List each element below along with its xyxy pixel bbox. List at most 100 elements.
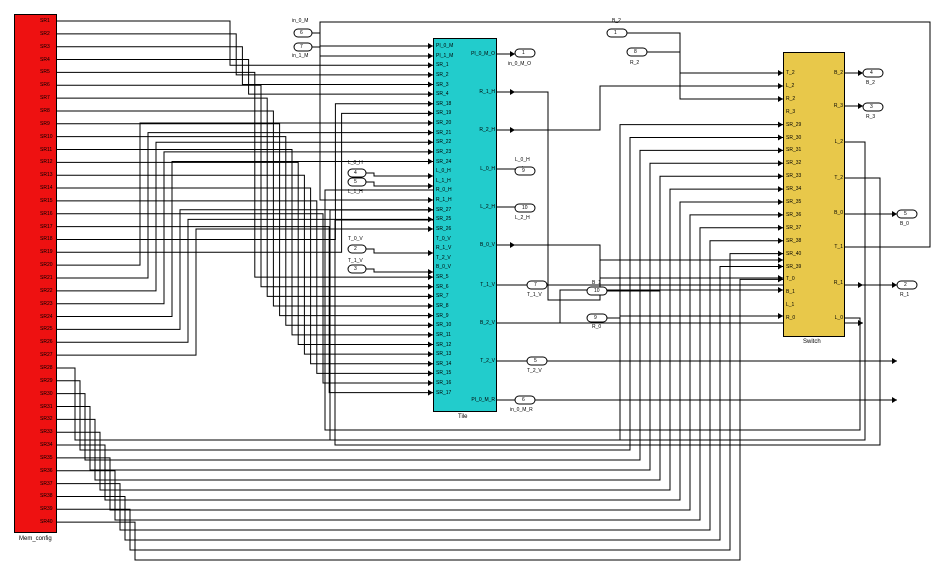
- mem-arrow: [428, 303, 433, 310]
- switch-out-arrow: [858, 70, 863, 76]
- mem-arrow: [778, 276, 783, 283]
- outport-5[interactable]: [896, 209, 918, 219]
- tile-in-label: SR_3: [436, 81, 449, 88]
- inport-2[interactable]: [347, 244, 367, 254]
- inport-number: 4: [354, 170, 357, 176]
- mem-wire: [57, 201, 783, 501]
- switch-feedback-arrow: [428, 197, 433, 203]
- mem-port-label: SR31: [40, 403, 53, 410]
- mem-arrow: [428, 331, 433, 338]
- mem-wire: [57, 161, 433, 318]
- mem-port-label: SR5: [40, 69, 50, 76]
- mem-arrow: [778, 211, 783, 218]
- mem-wire: [57, 188, 783, 491]
- switch-in-label: R_2: [786, 95, 796, 102]
- mem-port-label: SR13: [40, 172, 53, 179]
- tile-in-label: R_1_H: [436, 197, 452, 204]
- inport-arrow: [778, 313, 783, 319]
- inport-number: 1: [614, 30, 617, 36]
- outport-1[interactable]: [514, 48, 536, 58]
- inport-8[interactable]: [626, 47, 648, 57]
- outport-6[interactable]: [514, 395, 536, 405]
- mem-port-label: SR19: [40, 249, 53, 256]
- inport-arrow: [428, 43, 433, 49]
- switch-out-arrow: [858, 103, 863, 109]
- inport-3[interactable]: [347, 264, 367, 274]
- inport-1[interactable]: [606, 28, 628, 38]
- tile-out-arrow: [858, 282, 863, 288]
- mem-port-label: SR34: [40, 442, 53, 449]
- mem-arrow: [428, 389, 433, 396]
- outport-10[interactable]: [514, 203, 536, 213]
- mem-port-label: SR14: [40, 185, 53, 192]
- tile-in-label: SR_18: [436, 100, 452, 107]
- mem-port-label: SR18: [40, 236, 53, 243]
- inport-number: 7: [300, 44, 303, 50]
- inport-wire: [366, 181, 433, 187]
- switch-in-label: SR_33: [786, 173, 802, 180]
- outport-number: 1: [522, 50, 525, 56]
- inport-arrow: [428, 250, 433, 256]
- switch-in-label: SR_38: [786, 237, 802, 244]
- outport-number: 10: [522, 205, 528, 211]
- mem-config-block[interactable]: [14, 14, 57, 533]
- outport-4[interactable]: [862, 68, 884, 78]
- mem-arrow: [428, 293, 433, 300]
- inport-label: R_0: [592, 324, 602, 330]
- mem-wire: [57, 112, 433, 253]
- outport-3[interactable]: [862, 102, 884, 112]
- inport-5[interactable]: [347, 177, 367, 187]
- outport-5[interactable]: [526, 356, 548, 366]
- outport-9[interactable]: [514, 166, 536, 176]
- mem-wire: [57, 149, 783, 461]
- tile-in-label: R_0_H: [436, 187, 452, 194]
- mem-arrow: [428, 341, 433, 348]
- mem-port-label: SR7: [40, 95, 50, 102]
- mem-port-label: SR27: [40, 352, 53, 359]
- inport-number: 3: [354, 266, 357, 272]
- mem-wire: [57, 132, 433, 279]
- inport-7[interactable]: [293, 42, 313, 52]
- inport-wire: [627, 32, 783, 74]
- mem-port-label: SR6: [40, 82, 50, 89]
- switch-out-label: L_0: [834, 315, 843, 321]
- inport-10[interactable]: [586, 286, 608, 296]
- mem-port-label: SR17: [40, 223, 53, 230]
- inport-9[interactable]: [586, 313, 608, 323]
- outport-label: T_1_V: [527, 292, 542, 298]
- tile-in-label: T_2_V: [436, 254, 451, 261]
- mem-arrow: [778, 121, 783, 128]
- outport-number: 9: [522, 168, 525, 174]
- mem-wire: [57, 20, 433, 66]
- mem-arrow: [428, 312, 433, 319]
- mem-arrow: [778, 160, 783, 167]
- outport-7[interactable]: [526, 280, 548, 290]
- switch-in-label: T_0: [786, 276, 795, 283]
- mem-port-label: SR35: [40, 454, 53, 461]
- mem-arrow: [428, 283, 433, 290]
- switch-block[interactable]: [783, 52, 845, 337]
- tile-block[interactable]: [433, 38, 497, 412]
- inport-4[interactable]: [347, 168, 367, 178]
- mem-port-label: SR16: [40, 210, 53, 217]
- outport-number: 6: [522, 397, 525, 403]
- wire-arrowheads: [428, 43, 897, 403]
- mem-wire: [57, 175, 783, 481]
- tile-in-label: SR_19: [436, 110, 452, 117]
- tile-in-label: B_0_V: [436, 264, 452, 271]
- tile-in-label: L_1_H: [436, 177, 451, 184]
- inport-6[interactable]: [293, 28, 313, 38]
- outport-2[interactable]: [896, 280, 918, 290]
- mem-arrow: [428, 100, 433, 107]
- tile-out-label: B_0_V: [479, 242, 495, 248]
- tile-in-label: SR_9: [436, 312, 449, 319]
- mem-port-label: SR26: [40, 339, 53, 346]
- tile-out-label: PI_0_M_R: [471, 397, 495, 403]
- mem-wire: [57, 97, 433, 297]
- mem-config-name: Mem_config: [19, 536, 52, 542]
- mem-arrow: [428, 380, 433, 387]
- inport-wire: [312, 46, 433, 57]
- mem-wire: [57, 213, 433, 384]
- tile-in-label: SR_24: [436, 158, 452, 165]
